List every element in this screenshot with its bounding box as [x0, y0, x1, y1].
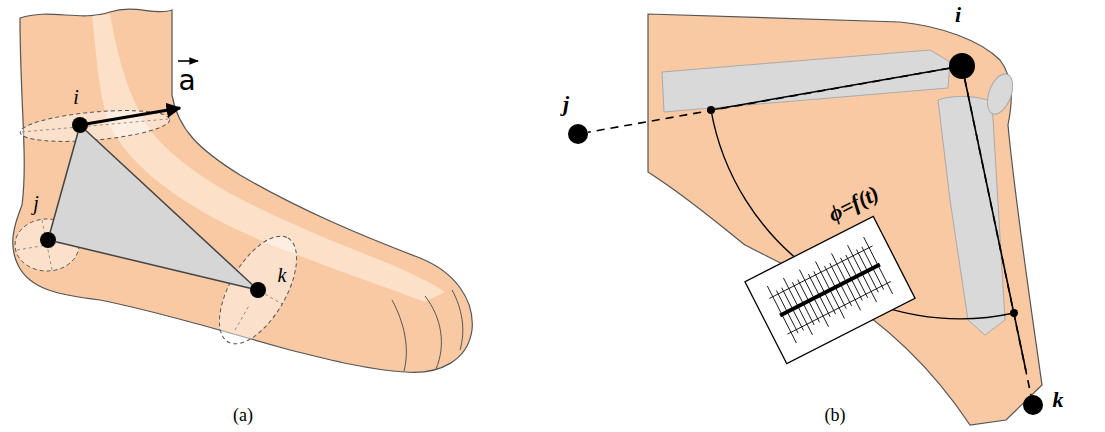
joint-label: k: [1053, 387, 1064, 413]
joint-marker: j: [40, 232, 56, 248]
joint-marker: j: [568, 124, 588, 144]
toe-line: [425, 296, 441, 369]
goniometer-box: [745, 216, 915, 363]
joint-marker: k: [250, 282, 266, 298]
panel-label: (b): [825, 405, 846, 426]
foot-outline: [13, 9, 473, 372]
toe-line: [392, 300, 406, 371]
vector-arrow: [80, 108, 180, 125]
band-axis: [235, 304, 250, 330]
patella-bone: [982, 71, 1017, 118]
leg-outline: [648, 14, 1042, 425]
joint-label: i: [955, 2, 961, 28]
joint-marker: i: [72, 117, 88, 133]
joint-label: j: [33, 192, 39, 215]
vector-label: a: [179, 64, 196, 97]
vector-over-arrow: [178, 60, 198, 62]
scale-bar: [780, 265, 880, 316]
joint-label: j: [563, 91, 569, 117]
joint-marker: i: [949, 53, 975, 79]
joint-label: k: [278, 264, 287, 287]
marker-connector: [965, 79, 1031, 395]
marker-triangle: [48, 125, 258, 290]
femur-bone: [662, 50, 950, 112]
marker-connector: [56, 242, 250, 288]
marker-connector: [588, 68, 949, 132]
goniometer: [745, 216, 915, 363]
marker-connector: [86, 130, 252, 284]
toe-line: [452, 290, 463, 350]
scale-ticks: [767, 237, 892, 343]
marker-connector: [50, 133, 78, 233]
joint-label: i: [73, 86, 79, 109]
connector-group: [50, 68, 1031, 395]
marker-band: [204, 224, 312, 356]
panel-label: (a): [233, 405, 253, 426]
joint-marker: k: [1023, 395, 1043, 415]
tibia-bone: [938, 96, 1005, 335]
